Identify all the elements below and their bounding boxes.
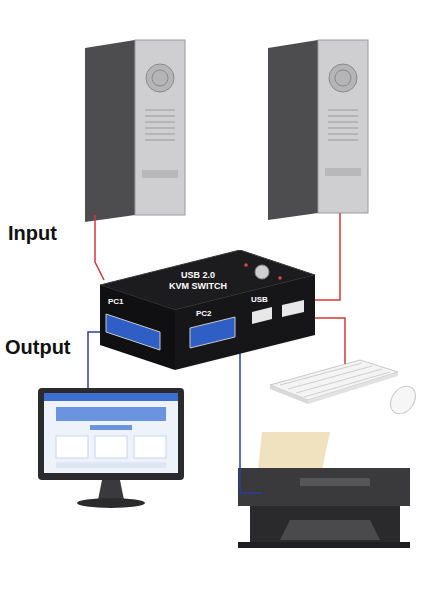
switch-text: USB 2.0 (160, 270, 236, 281)
computer-tower (268, 40, 368, 220)
switch-text: KVM SWITCH (160, 281, 236, 292)
cables (88, 213, 345, 493)
monitor (38, 388, 184, 508)
port-label: USB (251, 295, 268, 304)
computer-tower (85, 40, 185, 222)
switch-print: USB 2.0KVM SWITCH (160, 270, 236, 292)
output-label: Output (5, 336, 71, 359)
port-label: PC1 (108, 297, 124, 306)
port-label: PC2 (196, 309, 212, 318)
mouse (385, 381, 420, 418)
printer (238, 432, 410, 548)
input-label: Input (8, 222, 57, 245)
keyboard (270, 360, 398, 404)
